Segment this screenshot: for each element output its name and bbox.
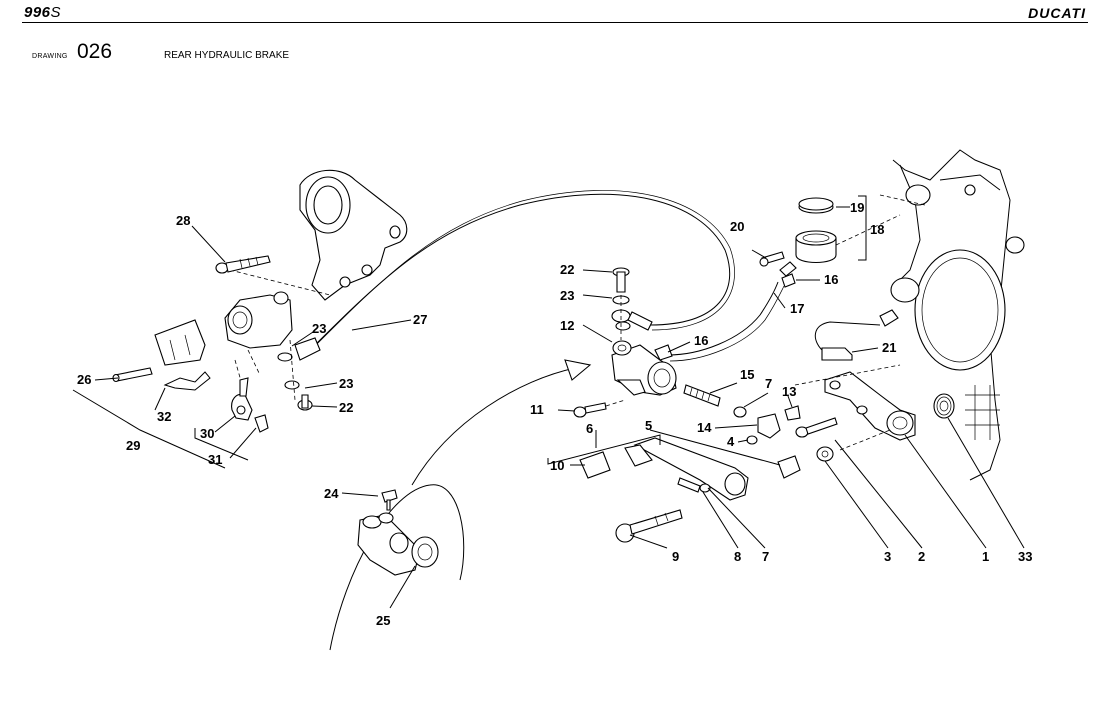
drawing-number: 026 [77,40,113,63]
reservoir-screw [759,251,785,267]
callout-3: 3 [884,549,891,564]
reservoir-hose [667,281,779,356]
bleed-cap [254,414,269,433]
pushrod [683,384,838,445]
model-suffix: S [50,4,62,21]
reservoir-axis [835,194,926,246]
callout-7-upper: 7 [765,376,772,391]
model-name: 996S [24,4,61,21]
callout-8: 8 [734,549,741,564]
caliper-bracket [299,169,408,301]
callout-12: 12 [560,318,574,333]
callout-23-master: 23 [560,288,574,303]
caliper-axis-2 [234,349,261,396]
callout-5: 5 [645,418,652,433]
inset-circle [329,484,465,651]
callout-2: 2 [918,549,925,564]
caliper-bolt [215,255,271,274]
bleed-valve [231,377,253,421]
callout-1: 1 [982,549,989,564]
pad-pin [112,367,153,383]
brand-logo: DUCATI [1028,5,1086,21]
master-mount-bolt [573,399,626,418]
inset-arrow [564,359,592,381]
return-spring [933,393,955,419]
inset-master-cylinder [357,489,439,576]
callout-24: 24 [324,486,339,501]
frame-outline [890,149,1025,481]
pad-spring [163,371,211,391]
callout-32: 32 [157,409,171,424]
callout-30: 30 [200,426,214,441]
pedal-pivot-bush [777,446,834,479]
reservoir-hose-inner [669,285,785,362]
pedal-bracket [824,371,916,441]
brake-light-switch [814,309,899,361]
hose-clamp-lower [654,344,673,361]
callout-6: 6 [586,421,593,436]
callout-15: 15 [740,367,754,382]
drawing-title: REAR HYDRAULIC BRAKE [164,50,290,61]
brake-pedal [579,437,749,501]
callout-20: 20 [730,219,744,234]
callout-16-lower: 16 [694,333,708,348]
bracket-18 [858,195,867,261]
callout-14: 14 [697,420,712,435]
callout-23-caliper-top: 23 [312,321,326,336]
callout-4: 4 [727,434,735,449]
callout-31: 31 [208,452,222,467]
master-cylinder [611,340,677,396]
inset-arc [411,367,576,486]
header-rule [22,22,1088,23]
callout-23-caliper-bottom: 23 [339,376,353,391]
callout-17: 17 [790,301,804,316]
callout-18: 18 [870,222,884,237]
pedal-axis [794,364,901,451]
brake-pipe-inner [304,190,735,357]
callout-26: 26 [77,372,91,387]
callout-29: 29 [126,438,140,453]
callout-27: 27 [413,312,427,327]
caliper-bolt-axis [229,269,331,296]
master-banjo [611,267,653,340]
pedal-adjust-screw [677,477,711,493]
brake-caliper [154,291,293,366]
callout-25: 25 [376,613,390,628]
pedal-pivot-bolt [615,509,683,543]
brake-pipe [299,193,731,361]
leader-lines [72,206,1025,609]
fluid-reservoir [779,197,837,277]
callout-28: 28 [176,213,190,228]
callout-7-lower: 7 [762,549,769,564]
caliper-banjo [277,337,321,411]
callout-19: 19 [850,200,864,215]
callout-9: 9 [672,549,679,564]
callout-16-upper: 16 [824,272,838,287]
callout-33: 33 [1018,549,1032,564]
callout-21: 21 [882,340,896,355]
hose-clamp-upper [781,273,796,288]
callout-10: 10 [550,458,564,473]
callout-labels: 1 2 3 4 5 6 7 7 8 9 10 11 12 13 14 15 16… [77,200,1032,628]
callout-11: 11 [530,402,544,417]
model-number: 996 [24,4,51,21]
callout-22-master: 22 [560,262,574,277]
callout-13: 13 [782,384,796,399]
drawing-label: DRAWING [32,53,68,60]
callout-22-caliper: 22 [339,400,353,415]
